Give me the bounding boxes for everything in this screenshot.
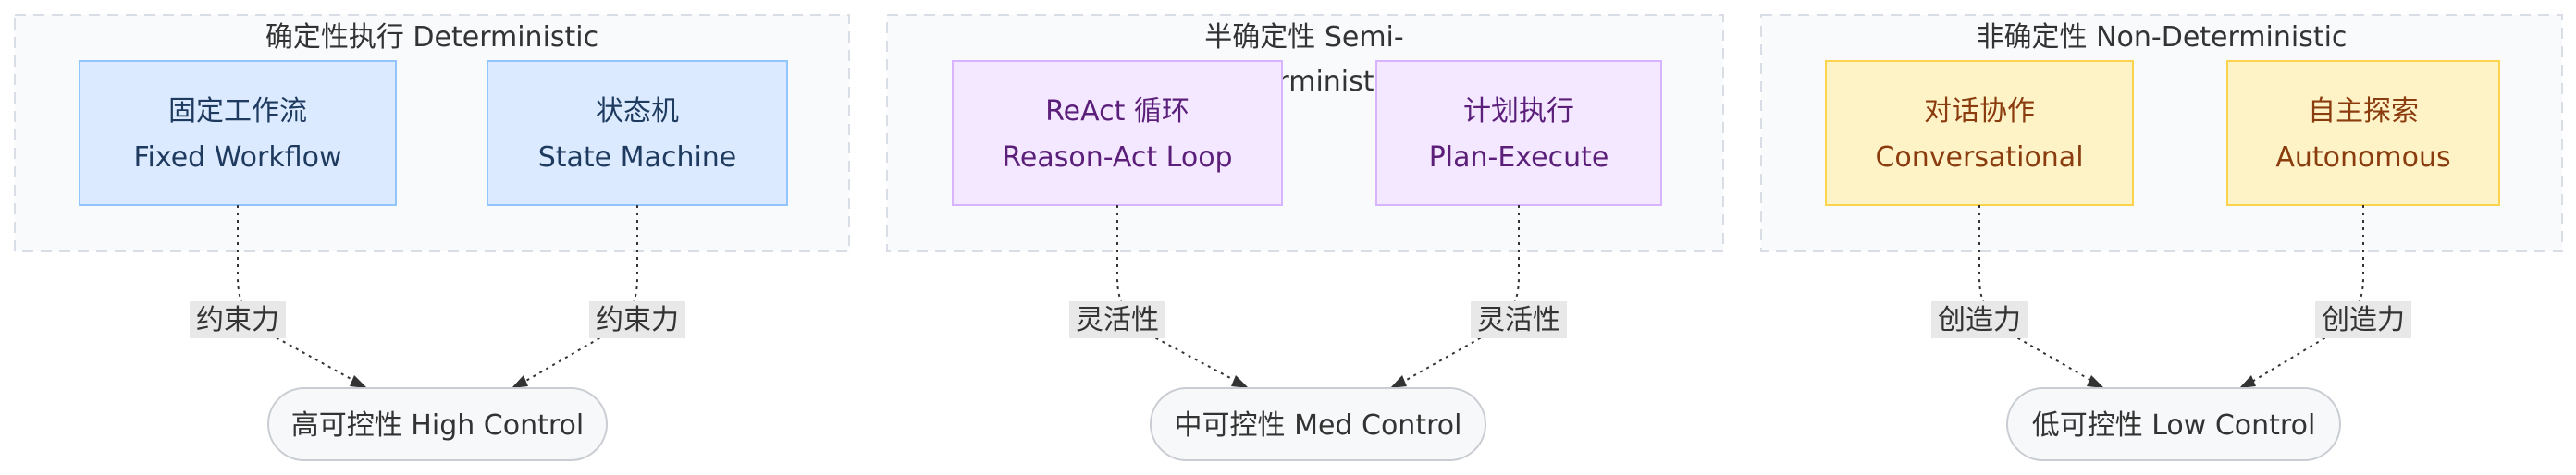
node-state-machine-label-en: State Machine bbox=[538, 141, 737, 174]
cluster-deterministic-title: 确定性执行 Deterministic bbox=[265, 21, 598, 54]
edges-semi-deterministic: 灵活性 灵活性 bbox=[1069, 205, 1567, 388]
node-react-loop-label-cn: ReAct 循环 bbox=[1045, 95, 1189, 128]
arrowhead-icon bbox=[2087, 375, 2104, 388]
arrowhead-icon bbox=[512, 375, 528, 388]
node-autonomous-box[interactable] bbox=[2227, 61, 2499, 205]
edge-label-bg bbox=[1931, 301, 2028, 338]
result-low-control-box[interactable] bbox=[2006, 387, 2341, 461]
arrowhead-icon bbox=[350, 375, 367, 388]
node-plan-execute-box[interactable] bbox=[1376, 61, 1661, 205]
cluster-deterministic: 确定性执行 Deterministic 固定工作流 Fixed Workflow… bbox=[14, 14, 850, 252]
node-fixed-workflow-box[interactable] bbox=[80, 61, 396, 205]
cluster-non-deterministic: 非确定性 Non-Deterministic 对话协作 Conversation… bbox=[1760, 14, 2563, 252]
result-high-control-box[interactable] bbox=[267, 387, 608, 461]
node-react-loop-box[interactable] bbox=[953, 61, 1282, 205]
node-conversational[interactable]: 对话协作 Conversational bbox=[1825, 60, 2134, 206]
result-high-control-label: 高可控性 High Control bbox=[291, 409, 584, 442]
edges-non-deterministic: 创造力 创造力 bbox=[1931, 205, 2411, 388]
edge-label-bg bbox=[190, 301, 286, 338]
edge-label-bg bbox=[589, 301, 685, 338]
node-state-machine-label-cn: 状态机 bbox=[596, 95, 679, 128]
node-plan-execute-label-cn: 计划执行 bbox=[1463, 95, 1574, 128]
node-state-machine-box[interactable] bbox=[487, 61, 787, 205]
cluster-semi-deterministic-title-line1: 半确定性 Semi- bbox=[1204, 21, 1403, 54]
result-low-control[interactable]: 低可控性 Low Control bbox=[2006, 387, 2341, 461]
edge-label-conversational: 创造力 bbox=[1938, 304, 2021, 336]
edge-label-bg bbox=[1069, 301, 1165, 338]
cluster-semi-deterministic: 半确定性 Semi- Deterministic ReAct 循环 Reason… bbox=[886, 14, 1724, 252]
edge-label-bg bbox=[2315, 301, 2411, 338]
arrowhead-icon bbox=[1231, 375, 1249, 388]
node-autonomous-label-en: Autonomous bbox=[2275, 141, 2450, 174]
node-fixed-workflow-label-cn: 固定工作流 bbox=[168, 95, 307, 128]
result-high-control[interactable]: 高可控性 High Control bbox=[267, 387, 608, 461]
edge-autonomous-to-low-control bbox=[2245, 205, 2364, 386]
edge-label-autonomous: 创造力 bbox=[2322, 304, 2405, 336]
node-state-machine[interactable]: 状态机 State Machine bbox=[487, 60, 788, 206]
node-autonomous-label-cn: 自主探索 bbox=[2308, 95, 2419, 128]
edge-label-plan-execute: 灵活性 bbox=[1477, 304, 1560, 336]
edge-label-react-loop: 灵活性 bbox=[1076, 304, 1159, 336]
node-conversational-label-cn: 对话协作 bbox=[1924, 95, 2035, 128]
edge-react-loop-to-med-control bbox=[1116, 205, 1245, 386]
node-conversational-label-en: Conversational bbox=[1875, 141, 2083, 174]
result-low-control-label: 低可控性 Low Control bbox=[2032, 409, 2316, 442]
node-react-loop-label-en: Reason-Act Loop bbox=[1002, 141, 1232, 174]
result-med-control-label: 中可控性 Med Control bbox=[1175, 409, 1462, 442]
node-autonomous[interactable]: 自主探索 Autonomous bbox=[2226, 60, 2500, 206]
node-react-loop[interactable]: ReAct 循环 Reason-Act Loop bbox=[952, 60, 1283, 206]
node-plan-execute[interactable]: 计划执行 Plan-Execute bbox=[1375, 60, 1662, 206]
node-fixed-workflow-label-en: Fixed Workflow bbox=[133, 141, 341, 174]
node-plan-execute-label-en: Plan-Execute bbox=[1429, 141, 1609, 174]
edge-label-fixed-workflow: 约束力 bbox=[196, 304, 279, 336]
result-med-control-box[interactable] bbox=[1150, 387, 1486, 461]
node-fixed-workflow[interactable]: 固定工作流 Fixed Workflow bbox=[79, 60, 397, 206]
edge-state-machine-to-high-control bbox=[517, 205, 638, 386]
arrowhead-icon bbox=[2239, 375, 2256, 388]
edge-label-bg bbox=[1471, 301, 1567, 338]
cluster-non-deterministic-title: 非确定性 Non-Deterministic bbox=[1977, 21, 2348, 54]
node-conversational-box[interactable] bbox=[1826, 61, 2133, 205]
edges-deterministic: 约束力 约束力 bbox=[190, 205, 685, 388]
edge-plan-execute-to-med-control bbox=[1396, 205, 1520, 386]
edge-fixed-workflow-to-high-control bbox=[237, 205, 364, 386]
arrowhead-icon bbox=[1390, 375, 1407, 388]
edge-conversational-to-low-control bbox=[1978, 205, 2101, 386]
result-med-control[interactable]: 中可控性 Med Control bbox=[1150, 387, 1486, 461]
edge-label-state-machine: 约束力 bbox=[596, 304, 679, 336]
